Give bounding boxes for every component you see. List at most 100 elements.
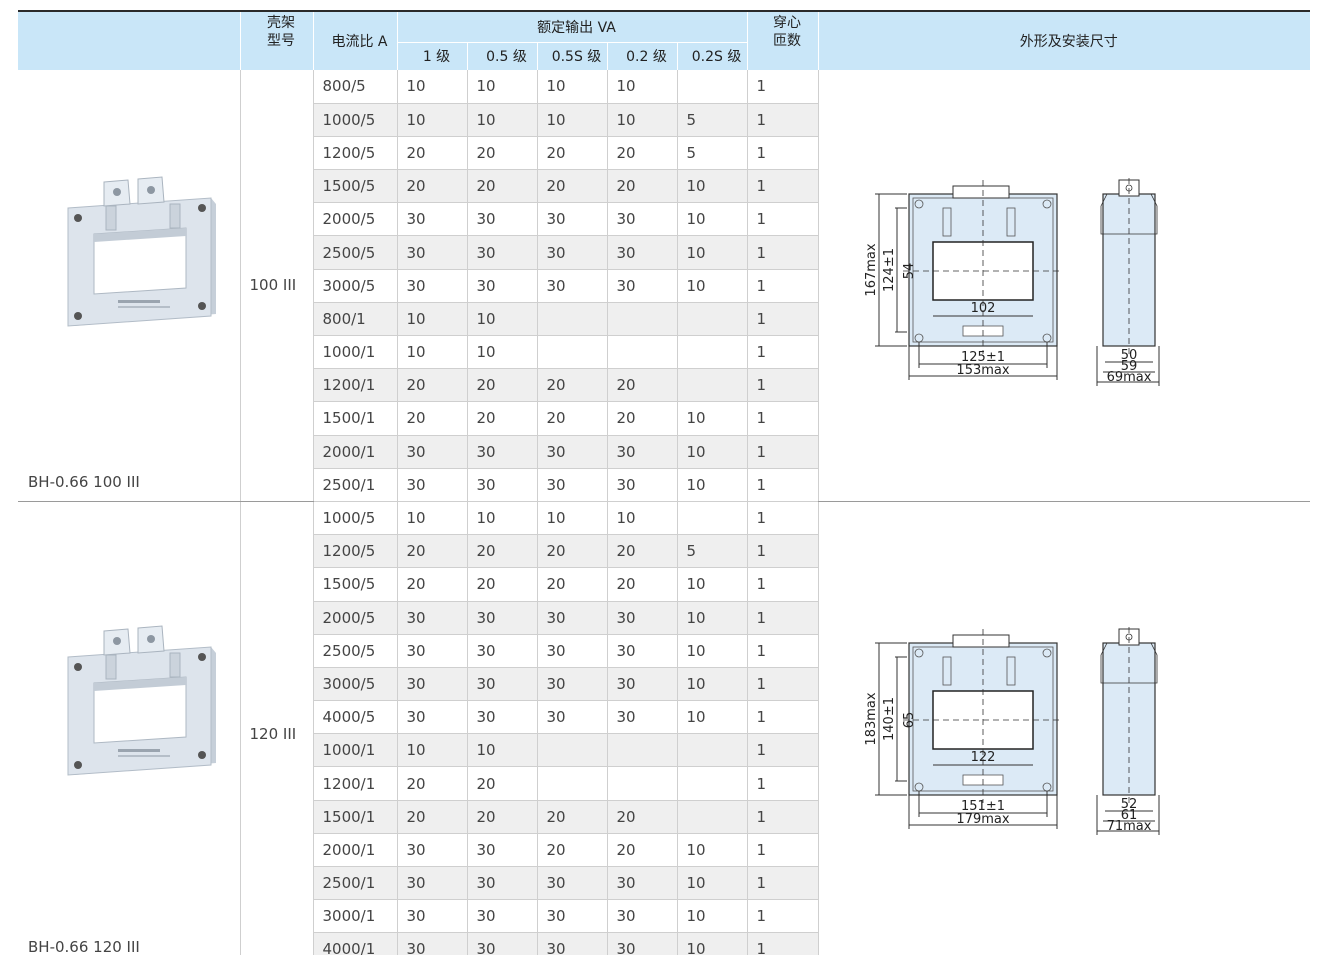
cell-class-0-5: 10	[466, 733, 537, 768]
cell-current-ratio: 2500/5	[312, 235, 397, 270]
cell-turns: 1	[746, 899, 819, 934]
header-row-2: 1 级 0.5 级 0.5S 级 0.2 级 0.2S 级	[18, 41, 1310, 70]
cell-class-0-5: 20	[466, 401, 537, 436]
cell-class-1: 30	[396, 833, 467, 868]
cell-class-0-2s: 10	[676, 468, 748, 502]
cell-current-ratio: 1200/5	[312, 136, 397, 171]
cell-class-0-5s	[536, 766, 607, 801]
cell-class-1: 10	[396, 70, 467, 104]
cell-class-0-5: 30	[466, 435, 537, 469]
cell-class-0-5s: 30	[536, 601, 607, 635]
cell-turns: 1	[746, 833, 819, 868]
cell-turns: 1	[746, 866, 819, 901]
cell-class-1: 30	[396, 235, 467, 270]
cell-class-0-2s	[676, 733, 748, 768]
header-rated-output: 额定输出 VA	[396, 12, 748, 42]
cell-class-1: 30	[396, 435, 467, 469]
cell-class-0-5s: 20	[536, 368, 607, 403]
cell-class-0-2s: 10	[676, 601, 748, 635]
cell-class-0-2: 30	[606, 634, 677, 668]
cell-turns: 1	[746, 800, 819, 834]
cell-current-ratio: 2000/1	[312, 833, 397, 868]
cell-class-1: 10	[396, 103, 467, 137]
cell-class-0-2s	[676, 766, 748, 801]
cell-class-0-5: 30	[466, 468, 537, 502]
cell-class-0-2s: 10	[676, 634, 748, 668]
cell-class-0-2s: 10	[676, 202, 748, 237]
cell-class-0-2: 20	[606, 800, 677, 834]
cell-current-ratio: 800/5	[312, 70, 397, 104]
cell-class-0-5s: 20	[536, 800, 607, 834]
cell-class-0-5: 30	[466, 833, 537, 868]
cell-current-ratio: 1200/5	[312, 534, 397, 569]
header-class-1: 1 级	[396, 41, 467, 70]
cell-class-0-2: 20	[606, 136, 677, 171]
dim-width-max: 153max	[956, 363, 1009, 378]
cell-turns: 1	[746, 601, 819, 635]
cell-class-0-5: 30	[466, 269, 537, 303]
cell-class-1: 20	[396, 534, 467, 569]
header-row-1: 壳架 型号 电流比 A 额定输出 VA 穿心 匝数 外形及安装尺寸	[18, 12, 1310, 70]
cell-turns: 1	[746, 235, 819, 270]
cell-class-0-2s	[676, 800, 748, 834]
cell-class-0-2s	[676, 368, 748, 403]
cell-turns: 1	[746, 667, 819, 702]
cell-turns: 1	[746, 169, 819, 204]
cell-class-0-2: 20	[606, 567, 677, 602]
dim-hole-pitch-v: 124±1	[882, 248, 897, 292]
cell-class-0-2: 30	[606, 435, 677, 469]
cell-class-0-5s: 20	[536, 401, 607, 436]
cell-class-0-2	[606, 302, 677, 337]
header-class-0-5s: 0.5S 级	[536, 41, 607, 70]
cell-class-0-2: 20	[606, 169, 677, 204]
cell-class-0-2: 20	[606, 833, 677, 868]
cell-current-ratio: 3000/5	[312, 269, 397, 303]
cell-turns: 1	[746, 534, 819, 569]
cell-class-0-5: 20	[466, 136, 537, 171]
cell-turns: 1	[746, 269, 819, 303]
cell-class-0-2s	[676, 501, 748, 536]
cell-class-0-2s	[676, 302, 748, 337]
dim-side-max: 71max	[1106, 819, 1151, 834]
cell-class-0-2: 30	[606, 932, 677, 955]
cell-class-0-2s: 10	[676, 269, 748, 303]
cell-class-1: 10	[396, 302, 467, 337]
cell-class-0-5: 20	[466, 766, 537, 801]
cell-current-ratio: 1000/1	[312, 733, 397, 768]
cell-class-0-2: 10	[606, 103, 677, 137]
dim-hole-pitch-h: 151±1	[961, 799, 1005, 814]
cell-current-ratio: 2000/1	[312, 435, 397, 469]
cell-class-0-5: 10	[466, 302, 537, 337]
cell-turns: 1	[746, 202, 819, 237]
cell-class-0-5s	[536, 302, 607, 337]
header-blank	[18, 12, 240, 70]
cell-class-1: 10	[396, 501, 467, 536]
cell-turns: 1	[746, 468, 819, 502]
cell-turns: 1	[746, 401, 819, 436]
model-label: BH-0.66 100 III	[28, 472, 140, 491]
dim-side-b: 61	[1120, 808, 1137, 823]
product-photo-cell: BH-0.66 100 III	[18, 70, 240, 502]
cell-class-0-2: 10	[606, 70, 677, 104]
dim-window-w: 102	[970, 301, 995, 316]
header-turns-line1: 穿心	[773, 15, 802, 31]
cell-class-1: 30	[396, 269, 467, 303]
cell-class-0-2s	[676, 335, 748, 370]
cell-class-0-5: 30	[466, 235, 537, 270]
cell-current-ratio: 800/1	[312, 302, 397, 337]
cell-turns: 1	[746, 766, 819, 801]
cell-class-0-2s: 10	[676, 899, 748, 934]
cell-class-0-5: 20	[466, 567, 537, 602]
